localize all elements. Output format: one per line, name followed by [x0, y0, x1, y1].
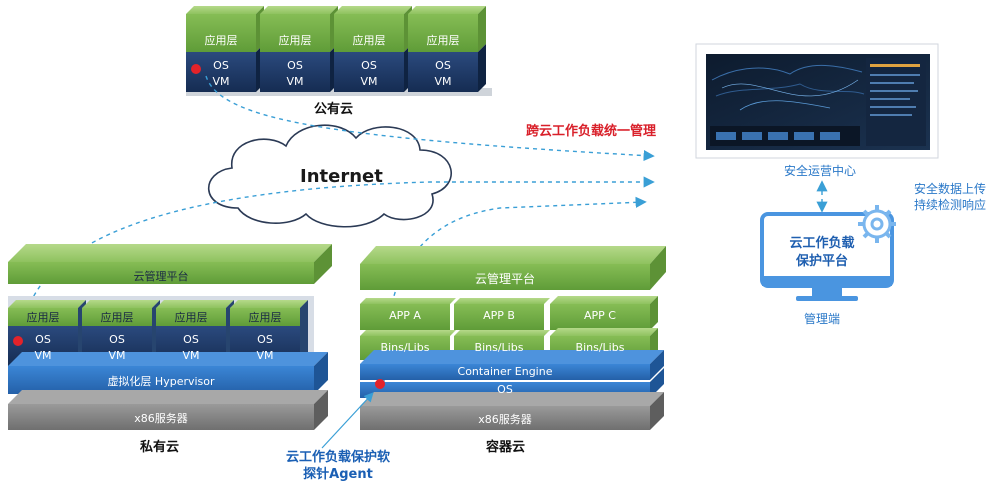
container-server-label: x86服务器 [478, 413, 532, 426]
public-vm-label-1: VM [212, 75, 230, 88]
private-vm-1 [8, 300, 86, 366]
private-cloud-stack [8, 244, 332, 430]
public-app-layer-3: 应用层 [352, 34, 386, 47]
private-platform-label: 云管理平台 [133, 270, 189, 283]
manager-monitor-icon [760, 212, 894, 301]
agent-pointer-arrow [321, 392, 374, 449]
private-cloud-title: 私有云 [140, 440, 180, 455]
container-app-b-label: APP B [483, 309, 515, 322]
public-app-layer-1: 应用层 [204, 34, 238, 47]
internet-label: Internet [300, 166, 383, 187]
container-app-c-label: APP C [584, 309, 616, 322]
private-vm-label-2: VM [108, 349, 126, 362]
internet-cloud-shape [207, 124, 452, 228]
private-vm-label-1: VM [34, 349, 52, 362]
hypervisor-label: 虚拟化层 Hypervisor [107, 375, 215, 388]
private-app-layer-1: 应用层 [26, 311, 60, 324]
private-os-1: OS [35, 333, 51, 346]
agent-dot-private [13, 336, 23, 346]
container-bins-1: Bins/Libs [380, 341, 430, 354]
container-cloud-stack [360, 246, 666, 430]
container-app-a-label: APP A [389, 309, 421, 322]
public-vm-label-3: VM [360, 75, 378, 88]
private-os-4: OS [257, 333, 273, 346]
manager-screen-line1: 云工作负载 [789, 236, 855, 251]
cross-cloud-management-label: 跨云工作负载统一管理 [526, 124, 657, 139]
private-vm-label-3: VM [182, 349, 200, 362]
container-bins-3: Bins/Libs [575, 341, 625, 354]
gear-icon [858, 205, 896, 243]
arrow-public-to-soc [205, 75, 655, 162]
agent-label-line2: 探针Agent [303, 467, 373, 482]
container-cloud-title: 容器云 [486, 440, 526, 455]
container-platform-label: 云管理平台 [474, 272, 535, 286]
public-cloud-title: 公有云 [314, 102, 354, 117]
public-vm-label-2: VM [286, 75, 304, 88]
agent-dot-public [191, 64, 201, 74]
container-bins-2: Bins/Libs [474, 341, 524, 354]
arrow-private-to-soc [21, 176, 655, 335]
public-vm-label-4: VM [434, 75, 452, 88]
agent-label-line1: 云工作负载保护软 [285, 450, 390, 465]
public-app-layer-2: 应用层 [278, 34, 312, 47]
public-app-layer-4: 应用层 [426, 34, 460, 47]
private-os-3: OS [183, 333, 199, 346]
manager-screen-line2: 保护平台 [795, 254, 848, 269]
public-os-1: OS [213, 59, 229, 72]
public-cloud-stack [186, 6, 492, 96]
private-app-layer-3: 应用层 [174, 311, 208, 324]
agent-dot-container [375, 379, 385, 389]
private-server-label: x86服务器 [134, 412, 188, 425]
public-os-4: OS [435, 59, 451, 72]
public-os-3: OS [361, 59, 377, 72]
manager-label: 管理端 [804, 312, 841, 326]
private-os-2: OS [109, 333, 125, 346]
private-app-layer-2: 应用层 [100, 311, 134, 324]
private-app-layer-4: 应用层 [248, 311, 282, 324]
private-vm-label-4: VM [256, 349, 274, 362]
container-engine-label: Container Engine [457, 365, 553, 378]
container-os-label: OS [497, 383, 513, 396]
soc-label: 安全运营中心 [784, 164, 857, 178]
upload-label-line1: 安全数据上传 [914, 182, 987, 196]
soc-screenshot [695, 43, 939, 159]
public-os-2: OS [287, 59, 303, 72]
public-vm-3 [334, 6, 412, 92]
upload-label-line2: 持续检测响应 [914, 198, 987, 212]
public-vm-4 [408, 6, 486, 92]
